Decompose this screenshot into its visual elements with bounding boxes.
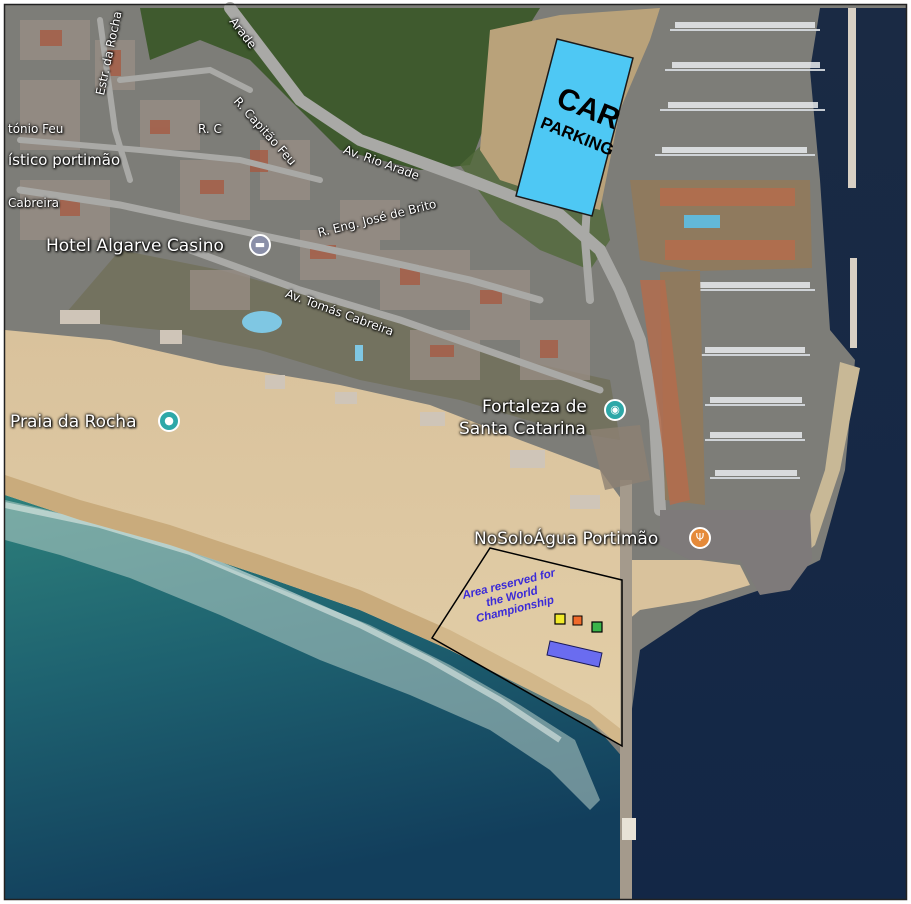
zone-orange-marker (572, 615, 583, 626)
wet-sand (5, 475, 622, 748)
marina-west-buildings (640, 280, 690, 505)
street-tonio-feu: tónio Feu (8, 122, 64, 136)
street-cabreira: Cabreira (8, 196, 60, 210)
zone-green-marker (591, 621, 603, 633)
harbor-water (620, 8, 906, 899)
boats (662, 22, 820, 476)
bed-glyph: ▬ (254, 238, 266, 251)
hotel-pool (242, 311, 282, 333)
roads (16, 2, 666, 516)
zone-blue-bar (546, 640, 603, 668)
poi-praia-label[interactable]: Praia da Rocha (10, 412, 137, 432)
poi-fortaleza-line2[interactable]: Santa Catarina (459, 419, 586, 439)
bed-icon[interactable]: ▬ (249, 234, 271, 256)
poi-hotel-label[interactable]: Hotel Algarve Casino (46, 236, 224, 256)
world-championship-zone (430, 547, 623, 748)
car-parking-area (515, 38, 634, 217)
beach-east (628, 560, 750, 620)
fork-knife-icon[interactable]: Ψ (689, 527, 711, 549)
jetty-tip (622, 818, 636, 840)
camera-icon[interactable]: ◉ (604, 399, 626, 421)
poi-restaurant-label[interactable]: NoSoloÁgua Portimão (474, 529, 659, 549)
street-r-c: R. C (198, 122, 222, 136)
fort (590, 425, 650, 490)
frame-border (3, 3, 908, 901)
breakwater-south (775, 362, 860, 575)
zone-yellow-marker (554, 613, 566, 625)
fork-knife-glyph: Ψ (695, 531, 705, 544)
beach-structures (60, 310, 600, 509)
place-istico-portimao: ístico portimão (8, 151, 121, 169)
marina-pool (684, 215, 720, 228)
pool-small (355, 345, 363, 361)
marina-pontoons (655, 29, 825, 479)
jetty (620, 480, 632, 899)
urban-blocks (20, 20, 590, 380)
poi-fortaleza-line1[interactable]: Fortaleza de (482, 397, 587, 417)
camera-glyph: ◉ (610, 403, 620, 416)
sea (5, 495, 625, 899)
green-hill (140, 8, 540, 170)
surf-foam (5, 500, 600, 810)
beach-pin-icon[interactable]: ● (158, 410, 180, 432)
marina-building-bottom (665, 240, 795, 260)
breakwater-north (848, 8, 856, 188)
breakwater-mid (850, 258, 857, 348)
marina-building-top (660, 188, 795, 206)
pin-glyph: ● (164, 414, 174, 427)
